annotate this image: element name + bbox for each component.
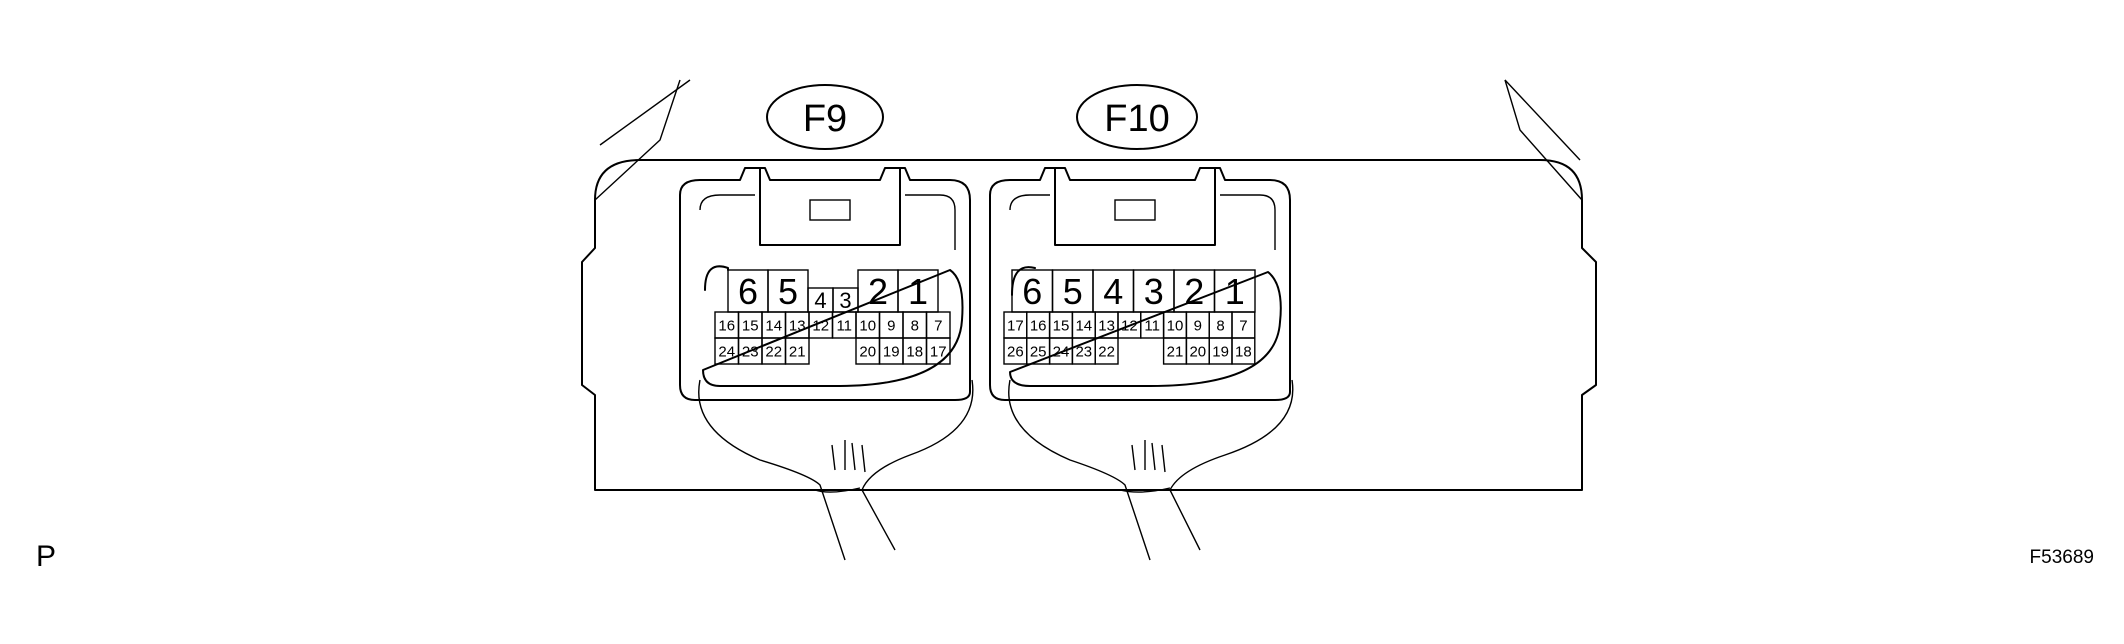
pin-f10-top-2: 2 bbox=[1184, 271, 1204, 312]
ecu-housing bbox=[581, 79, 1597, 491]
pin-f9-15: 15 bbox=[742, 318, 759, 335]
pin-f10-top-6: 6 bbox=[1022, 271, 1042, 312]
pin-f9-21: 21 bbox=[789, 344, 806, 361]
pin-f9-top-1: 1 bbox=[908, 271, 928, 312]
pin-f10-11: 11 bbox=[1144, 318, 1160, 335]
pin-f10-24: 24 bbox=[1053, 344, 1070, 361]
pin-f10-19: 19 bbox=[1212, 344, 1229, 361]
pin-f10-top-5: 5 bbox=[1063, 271, 1083, 312]
pin-f9-top-2: 2 bbox=[868, 271, 888, 312]
pin-f10-18: 18 bbox=[1235, 344, 1252, 361]
pin-f9-18: 18 bbox=[906, 344, 923, 361]
pin-f10-top-1: 1 bbox=[1225, 271, 1245, 312]
pin-f9-top-3: 3 bbox=[839, 288, 851, 313]
pin-f9-9: 9 bbox=[887, 318, 895, 335]
pin-f9-16: 16 bbox=[718, 318, 735, 335]
pin-f9-8: 8 bbox=[911, 318, 919, 335]
connector-tag-f9: F9 bbox=[766, 84, 884, 150]
pin-f9-17: 17 bbox=[930, 344, 947, 361]
pin-f10-top-3: 3 bbox=[1144, 271, 1164, 312]
pin-f9-22: 22 bbox=[765, 344, 782, 361]
pin-f10-14: 14 bbox=[1075, 318, 1092, 335]
pin-f10-10: 10 bbox=[1167, 318, 1184, 335]
pin-f10-8: 8 bbox=[1216, 318, 1224, 335]
figure-id: F53689 bbox=[2030, 547, 2094, 568]
pin-f9-13: 13 bbox=[789, 318, 806, 335]
pin-f9-11: 11 bbox=[836, 318, 852, 335]
pin-f10-25: 25 bbox=[1030, 344, 1047, 361]
pin-f10-23: 23 bbox=[1075, 344, 1092, 361]
pin-f10-15: 15 bbox=[1053, 318, 1070, 335]
pin-f10-16: 16 bbox=[1030, 318, 1047, 335]
pin-f10-21: 21 bbox=[1167, 344, 1184, 361]
pin-f10-12: 12 bbox=[1121, 318, 1138, 335]
pin-f9-23: 23 bbox=[742, 344, 759, 361]
pin-f10-9: 9 bbox=[1194, 318, 1202, 335]
connector-tag-f10: F10 bbox=[1076, 84, 1198, 150]
pin-f9-21-box bbox=[784, 337, 810, 365]
pin-f10-7: 7 bbox=[1239, 318, 1247, 335]
pin-f10-17: 17 bbox=[1007, 318, 1024, 335]
pin-f9-top-6: 6 bbox=[738, 271, 758, 312]
pin-f10-22: 22 bbox=[1098, 344, 1115, 361]
pin-f9-7: 7 bbox=[934, 318, 942, 335]
pin-f9-12: 12 bbox=[812, 318, 829, 335]
svg-text:F10: F10 bbox=[1104, 98, 1169, 140]
pin-f10-top-4: 4 bbox=[1103, 271, 1123, 312]
pin-f10-20: 20 bbox=[1189, 344, 1206, 361]
pin-f9-10: 10 bbox=[859, 318, 876, 335]
svg-text:F9: F9 bbox=[803, 98, 847, 140]
pin-f10-22-box bbox=[1094, 337, 1119, 365]
pin-f9-17-box bbox=[925, 337, 951, 365]
pin-f9-24: 24 bbox=[718, 344, 735, 361]
pin-f9-top-5: 5 bbox=[778, 271, 798, 312]
pin-f9-19: 19 bbox=[883, 344, 900, 361]
pin-f10-13: 13 bbox=[1098, 318, 1115, 335]
pin-f10-26: 26 bbox=[1007, 344, 1024, 361]
pin-f10-18-box bbox=[1231, 337, 1256, 365]
pin-f9-20: 20 bbox=[859, 344, 876, 361]
pin-f9-top-4: 4 bbox=[814, 288, 826, 313]
page-label: P bbox=[36, 540, 56, 573]
pin-f9-14: 14 bbox=[765, 318, 782, 335]
